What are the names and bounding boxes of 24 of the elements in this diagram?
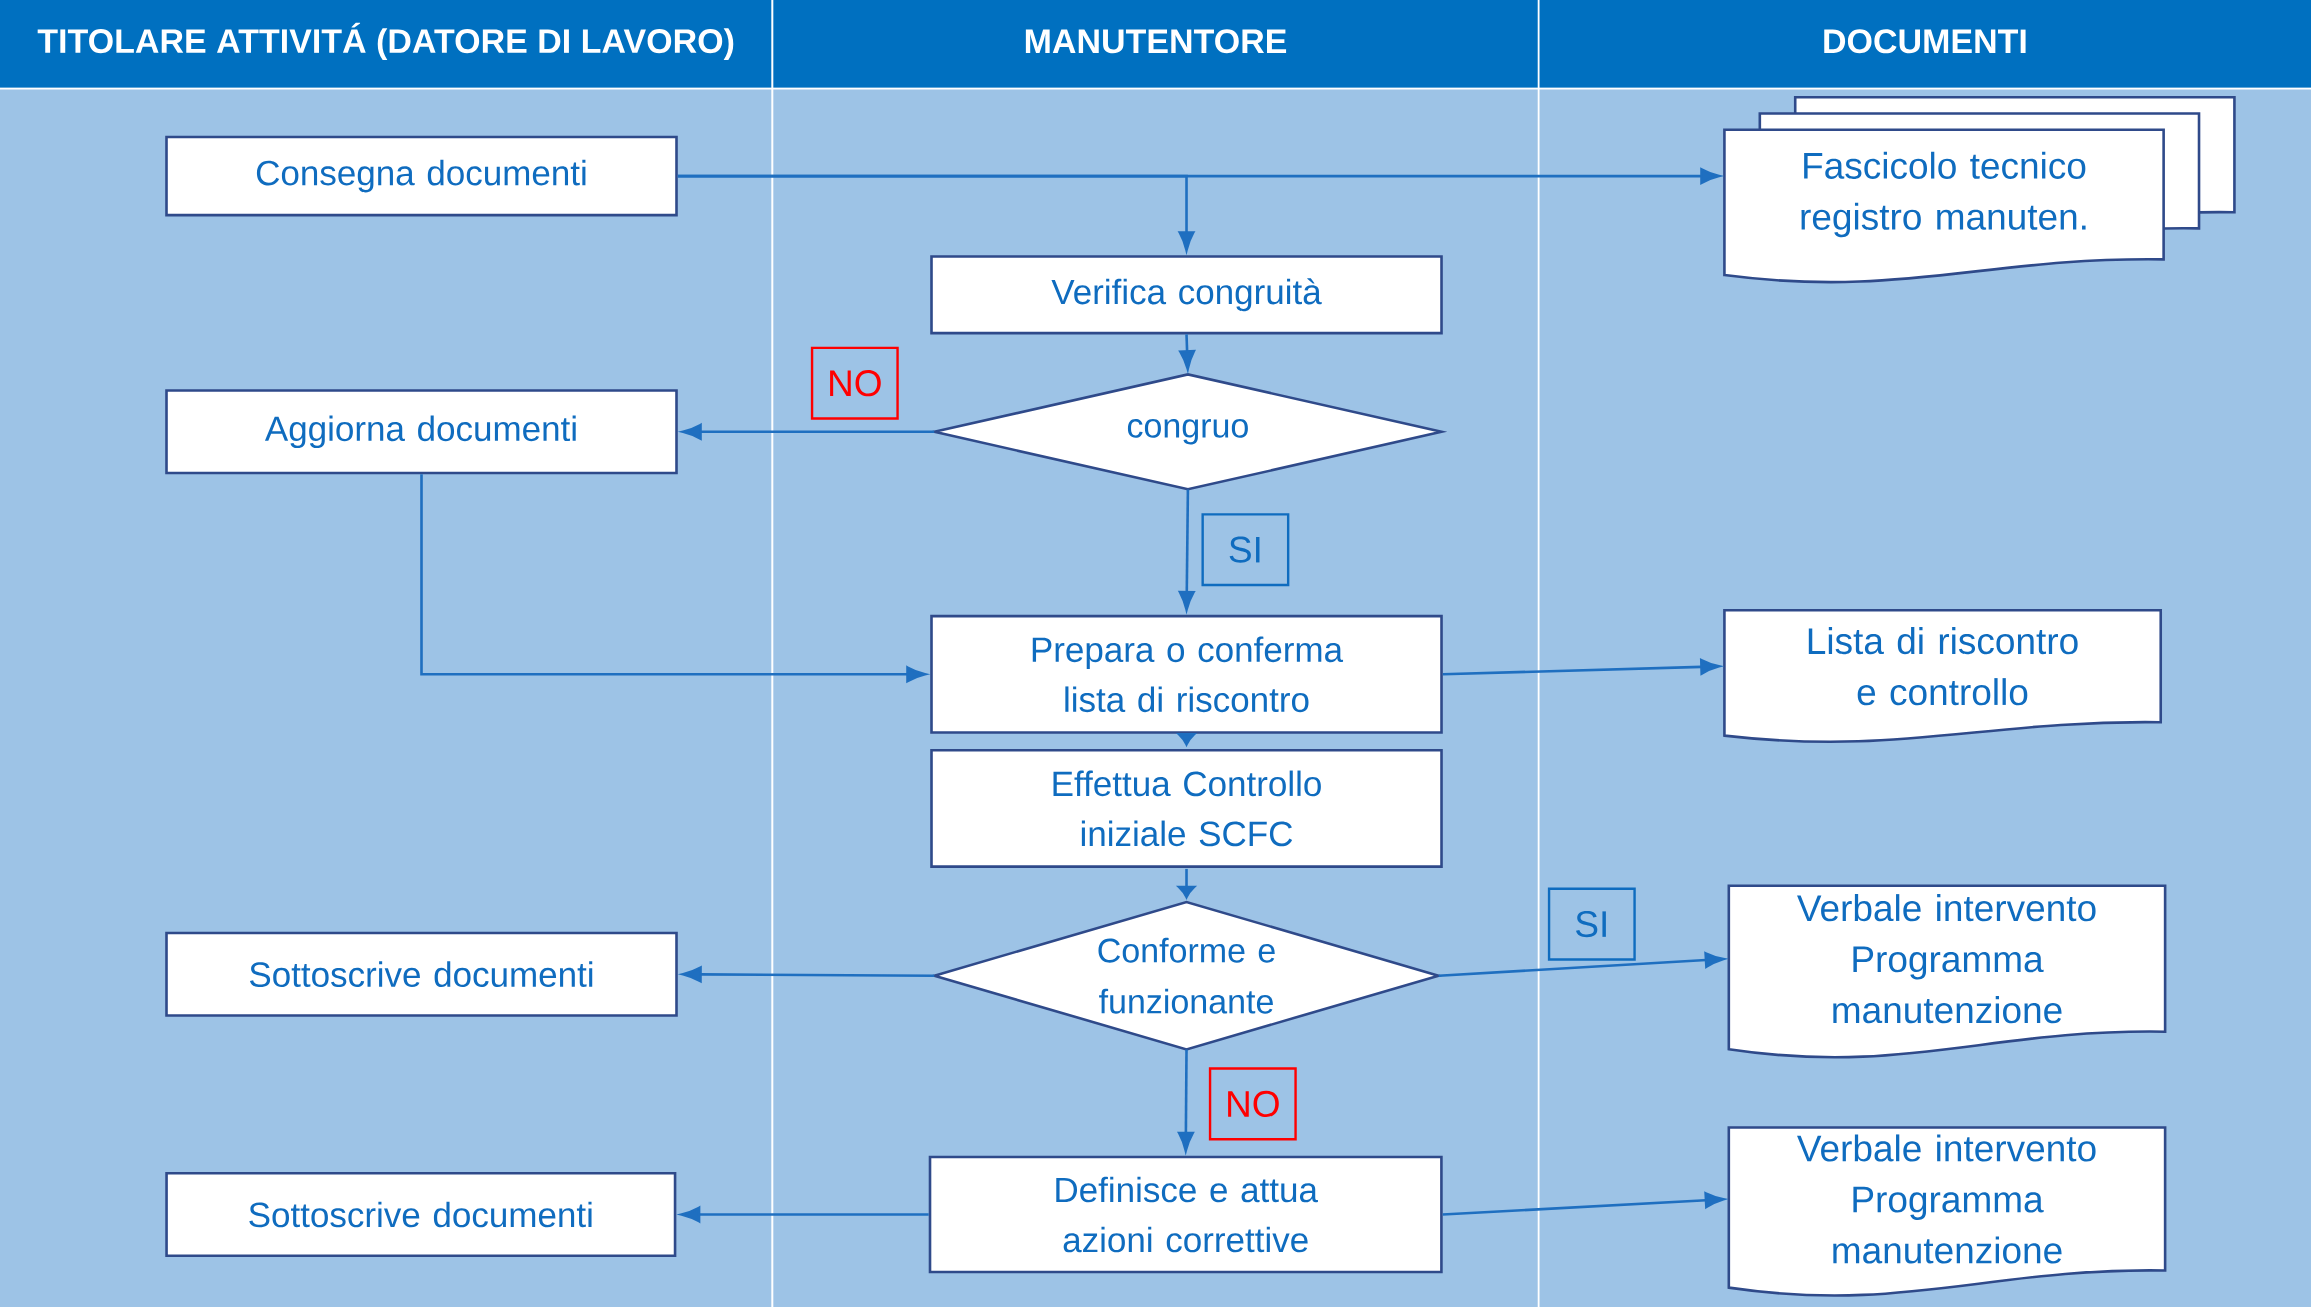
arrow xyxy=(1442,1192,1725,1216)
edge-label: NO xyxy=(1208,1067,1297,1141)
edge-label: SI xyxy=(1547,887,1636,961)
edge-label: SI xyxy=(1201,513,1290,587)
process-box: Definisce e attua azioni correttive xyxy=(928,1155,1443,1274)
process-box: Sottoscrive documenti xyxy=(165,1171,677,1258)
process-box: Consegna documenti xyxy=(165,135,678,217)
arrow xyxy=(420,474,927,683)
arrow xyxy=(1177,868,1196,899)
process-box: Aggiorna documenti xyxy=(165,389,678,475)
node-label: DOCUMENTI xyxy=(1824,29,2026,54)
process-box: Verifica congruità xyxy=(930,255,1443,335)
document-stack: Fascicolo tecnico registro manuten. xyxy=(1723,96,2236,284)
arrow xyxy=(681,423,935,440)
arrow xyxy=(1177,732,1196,746)
process-box: Sottoscrive documenti xyxy=(165,931,678,1017)
edge-label: NO xyxy=(810,346,899,420)
process-box: Effettua Controllo iniziale SCFC xyxy=(930,748,1443,868)
arrow xyxy=(681,966,935,983)
arrow xyxy=(1442,658,1721,676)
process-box: Prepara o conferma lista di riscontro xyxy=(930,614,1443,734)
node-label: MANUTENTORE xyxy=(1025,29,1287,54)
node-label: TITOLARE ATTIVITÁ (DATORE DI LAVORO) xyxy=(37,22,734,60)
arrow xyxy=(1179,334,1196,371)
